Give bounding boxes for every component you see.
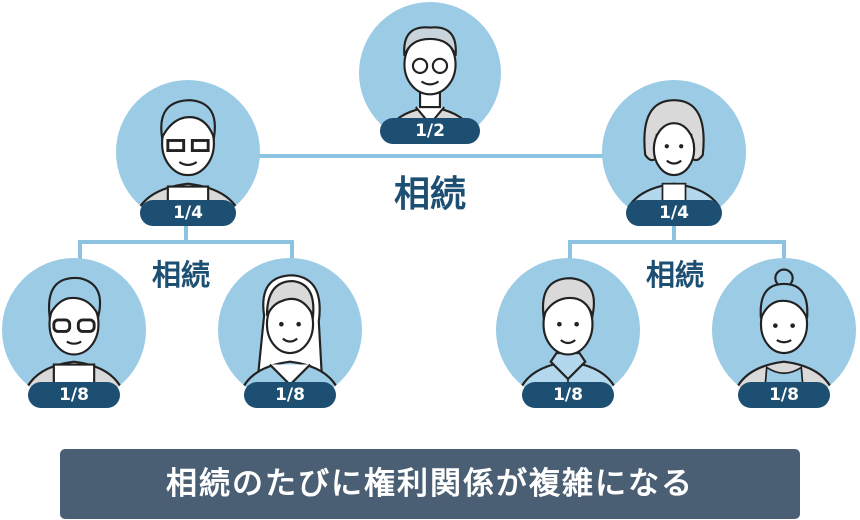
share-badge: 1/8: [244, 382, 336, 408]
person-node-child-2: 1/8: [218, 258, 364, 412]
share-badge: 1/8: [522, 382, 614, 408]
connector-root-horizontal: [245, 154, 615, 158]
inheritance-label-left: 相続: [151, 258, 210, 292]
young-man-glasses-avatar-icon: [2, 258, 146, 402]
connector-right-vertical: [672, 222, 676, 242]
person-node-child-3: 1/8: [496, 258, 642, 412]
share-badge: 1/2: [380, 118, 480, 144]
share-badge: 1/4: [626, 200, 722, 226]
person-node-left-parent: 1/4: [116, 80, 262, 226]
inheritance-label-main: 相続: [393, 174, 466, 215]
connector-left-drop-b: [290, 240, 294, 262]
connector-left-vertical: [184, 222, 188, 242]
connector-right-horizontal: [568, 240, 786, 244]
share-badge: 1/8: [28, 382, 120, 408]
young-woman-bun-avatar-icon: [712, 258, 856, 402]
person-node-root: 1/2: [357, 2, 503, 144]
share-badge: 1/4: [140, 200, 236, 226]
person-node-right-parent: 1/4: [602, 80, 748, 226]
inheritance-label-right: 相続: [645, 258, 704, 292]
connector-left-drop-a: [78, 240, 82, 262]
caption-banner: 相続のたびに権利関係が複雑になる: [60, 449, 800, 519]
connector-right-drop-b: [782, 240, 786, 262]
person-node-child-4: 1/8: [712, 258, 858, 412]
connector-left-horizontal: [78, 240, 294, 244]
share-badge: 1/8: [738, 382, 830, 408]
young-woman-avatar-icon: [218, 258, 362, 402]
connector-right-drop-a: [568, 240, 572, 262]
young-man-shirt-avatar-icon: [496, 258, 640, 402]
person-node-child-1: 1/8: [2, 258, 148, 412]
